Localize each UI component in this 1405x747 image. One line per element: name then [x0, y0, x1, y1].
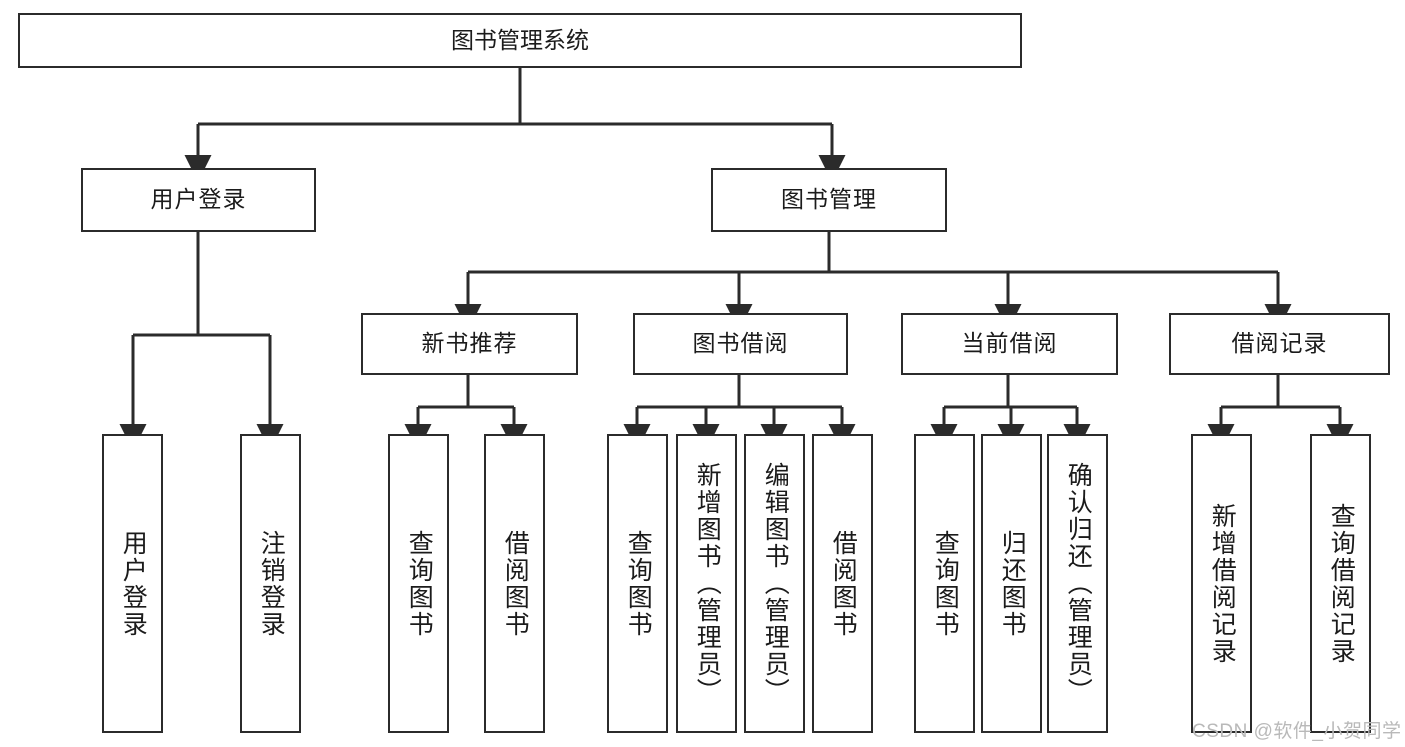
node-leaf-edit-book-label: 编辑图书（管理员）: [761, 462, 790, 705]
node-borrow-record-label: 借阅记录: [1231, 330, 1328, 357]
node-root-label: 图书管理系统: [451, 26, 589, 53]
node-current-borrow[interactable]: 当前借阅: [901, 313, 1118, 375]
node-leaf-borrow-book-2[interactable]: 借阅图书: [812, 434, 873, 733]
node-leaf-return-book-label: 归还图书: [998, 529, 1027, 638]
node-book-borrow[interactable]: 图书借阅: [633, 313, 848, 375]
node-root[interactable]: 图书管理系统: [18, 13, 1022, 68]
node-user-login-label: 用户登录: [150, 186, 247, 213]
node-book-manage[interactable]: 图书管理: [711, 168, 947, 232]
node-leaf-add-book[interactable]: 新增图书（管理员）: [676, 434, 737, 733]
node-new-book-rec[interactable]: 新书推荐: [361, 313, 578, 375]
node-leaf-query-book-3-label: 查询图书: [931, 529, 960, 638]
node-leaf-add-record-label: 新增借阅记录: [1208, 502, 1237, 665]
node-leaf-borrow-book-1[interactable]: 借阅图书: [484, 434, 545, 733]
node-leaf-add-record[interactable]: 新增借阅记录: [1191, 434, 1252, 733]
node-book-borrow-label: 图书借阅: [692, 330, 789, 357]
node-leaf-query-book-2-label: 查询图书: [624, 529, 653, 638]
node-borrow-record[interactable]: 借阅记录: [1169, 313, 1390, 375]
node-leaf-user-login-label: 用户登录: [119, 529, 148, 638]
node-leaf-query-book-1[interactable]: 查询图书: [388, 434, 449, 733]
node-user-login[interactable]: 用户登录: [81, 168, 316, 232]
node-leaf-user-login[interactable]: 用户登录: [102, 434, 163, 733]
node-leaf-borrow-book-1-label: 借阅图书: [501, 529, 530, 638]
node-leaf-add-book-label: 新增图书（管理员）: [693, 462, 722, 705]
node-leaf-confirm-return-label: 确认归还（管理员）: [1064, 462, 1093, 705]
node-current-borrow-label: 当前借阅: [961, 330, 1058, 357]
node-book-manage-label: 图书管理: [781, 186, 877, 213]
node-leaf-return-book[interactable]: 归还图书: [981, 434, 1042, 733]
node-leaf-query-book-2[interactable]: 查询图书: [607, 434, 668, 733]
node-leaf-query-book-3[interactable]: 查询图书: [914, 434, 975, 733]
node-leaf-confirm-return[interactable]: 确认归还（管理员）: [1047, 434, 1108, 733]
node-leaf-logout-label: 注销登录: [257, 529, 286, 638]
node-leaf-borrow-book-2-label: 借阅图书: [829, 529, 858, 638]
node-leaf-query-record-label: 查询借阅记录: [1327, 502, 1356, 665]
node-leaf-query-record[interactable]: 查询借阅记录: [1310, 434, 1371, 733]
node-new-book-rec-label: 新书推荐: [421, 330, 518, 357]
node-leaf-logout[interactable]: 注销登录: [240, 434, 301, 733]
node-leaf-query-book-1-label: 查询图书: [405, 529, 434, 638]
node-leaf-edit-book[interactable]: 编辑图书（管理员）: [744, 434, 805, 733]
